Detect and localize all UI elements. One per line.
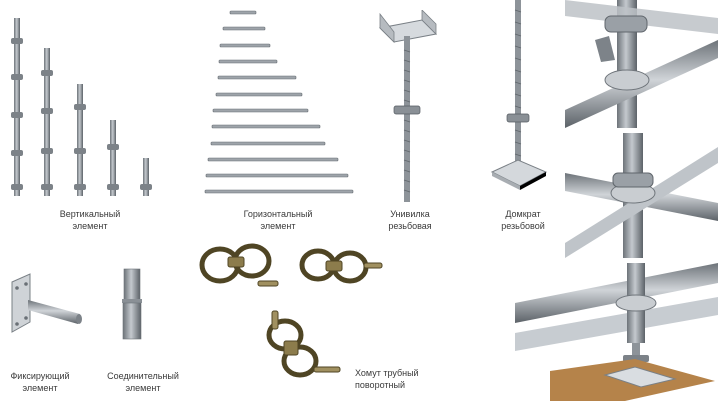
vertical-element-image xyxy=(0,0,170,205)
base-jack-label-line1: Домкрат xyxy=(505,209,541,219)
u-head-label: Унивилка резьбовая xyxy=(370,208,450,232)
swivel-clamp-label-line2: поворотный xyxy=(355,380,405,390)
horizontal-element-label-line2: элемент xyxy=(260,221,296,231)
swivel-clamp-label: Хомут трубный поворотный xyxy=(355,367,435,391)
swivel-clamp-image xyxy=(190,235,390,385)
u-head-label-line1: Унивилка xyxy=(390,209,430,219)
fixing-element-label: Фиксирующий элемент xyxy=(0,370,80,394)
node-closeup-middle xyxy=(565,133,718,258)
swivel-clamp-label-line1: Хомут трубный xyxy=(355,368,419,378)
u-head-image xyxy=(370,10,445,205)
horizontal-element-label-line1: Горизонтальный xyxy=(243,209,313,219)
fixing-element-label-line2: элемент xyxy=(22,383,58,393)
connecting-element-image xyxy=(112,265,152,345)
fixing-element-label-line1: Фиксирующий xyxy=(10,371,70,381)
connecting-element-label-line1: Соединительный xyxy=(107,371,179,381)
fixing-element-image xyxy=(0,270,90,350)
horizontal-element-label: Горизонтальный элемент xyxy=(228,208,328,232)
base-jack-image xyxy=(488,0,548,200)
base-closeup xyxy=(515,263,718,401)
node-closeup-top xyxy=(565,0,718,128)
vertical-element-label-line1: Вертикальный xyxy=(59,209,121,219)
connecting-element-label-line2: элемент xyxy=(125,383,161,393)
base-jack-label-line2: резьбовой xyxy=(501,221,545,231)
vertical-element-label: Вертикальный элемент xyxy=(40,208,140,232)
vertical-element-label-line2: элемент xyxy=(72,221,108,231)
horizontal-element-image xyxy=(195,5,365,200)
base-jack-label: Домкрат резьбовой xyxy=(488,208,558,232)
u-head-label-line2: резьбовая xyxy=(388,221,432,231)
connecting-element-label: Соединительный элемент xyxy=(98,370,188,394)
